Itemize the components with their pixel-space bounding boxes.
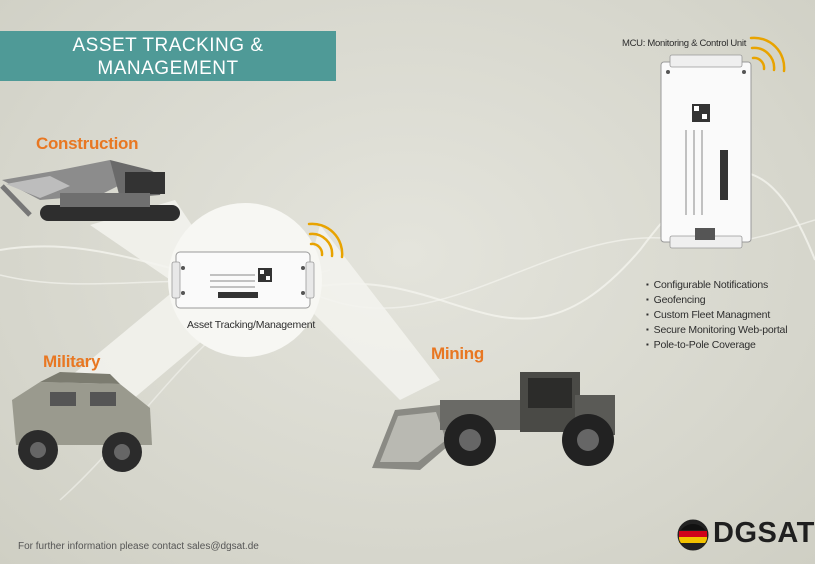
- feature-list: Configurable Notifications Geofencing Cu…: [646, 278, 788, 353]
- beam-mining: [300, 225, 440, 400]
- mcu-device: [660, 54, 752, 249]
- mcu-signal-icon: [749, 36, 786, 73]
- feature-item: Custom Fleet Managment: [646, 308, 787, 323]
- title-line-2: MANAGEMENT: [97, 58, 239, 79]
- title-line-1: ASSET TRACKING &: [72, 35, 264, 56]
- contact-text: For further information please contact s…: [18, 541, 259, 552]
- dgsat-logo: DGSAT: [713, 517, 815, 549]
- feature-item: Secure Monitoring Web-portal: [646, 323, 788, 338]
- dgsat-logo-icon: [677, 519, 709, 551]
- excavator-image: [0, 160, 180, 221]
- label-construction: Construction: [36, 134, 139, 153]
- feature-item: Pole-to-Pole Coverage: [646, 338, 787, 353]
- military-vehicle-image: [12, 372, 152, 472]
- device-caption: Asset Tracking/Management: [187, 319, 316, 331]
- wheel-loader-image: [372, 372, 615, 470]
- feature-item: Geofencing: [646, 293, 787, 308]
- tracking-device: [171, 251, 315, 309]
- label-mining: Mining: [431, 344, 484, 363]
- feature-item: Configurable Notifications: [646, 278, 787, 293]
- signal-icon: [307, 222, 344, 259]
- title-banner: ASSET TRACKING & MANAGEMENT: [0, 31, 336, 81]
- mcu-caption: MCU: Monitoring & Control Unit: [622, 38, 747, 49]
- label-military: Military: [43, 352, 101, 371]
